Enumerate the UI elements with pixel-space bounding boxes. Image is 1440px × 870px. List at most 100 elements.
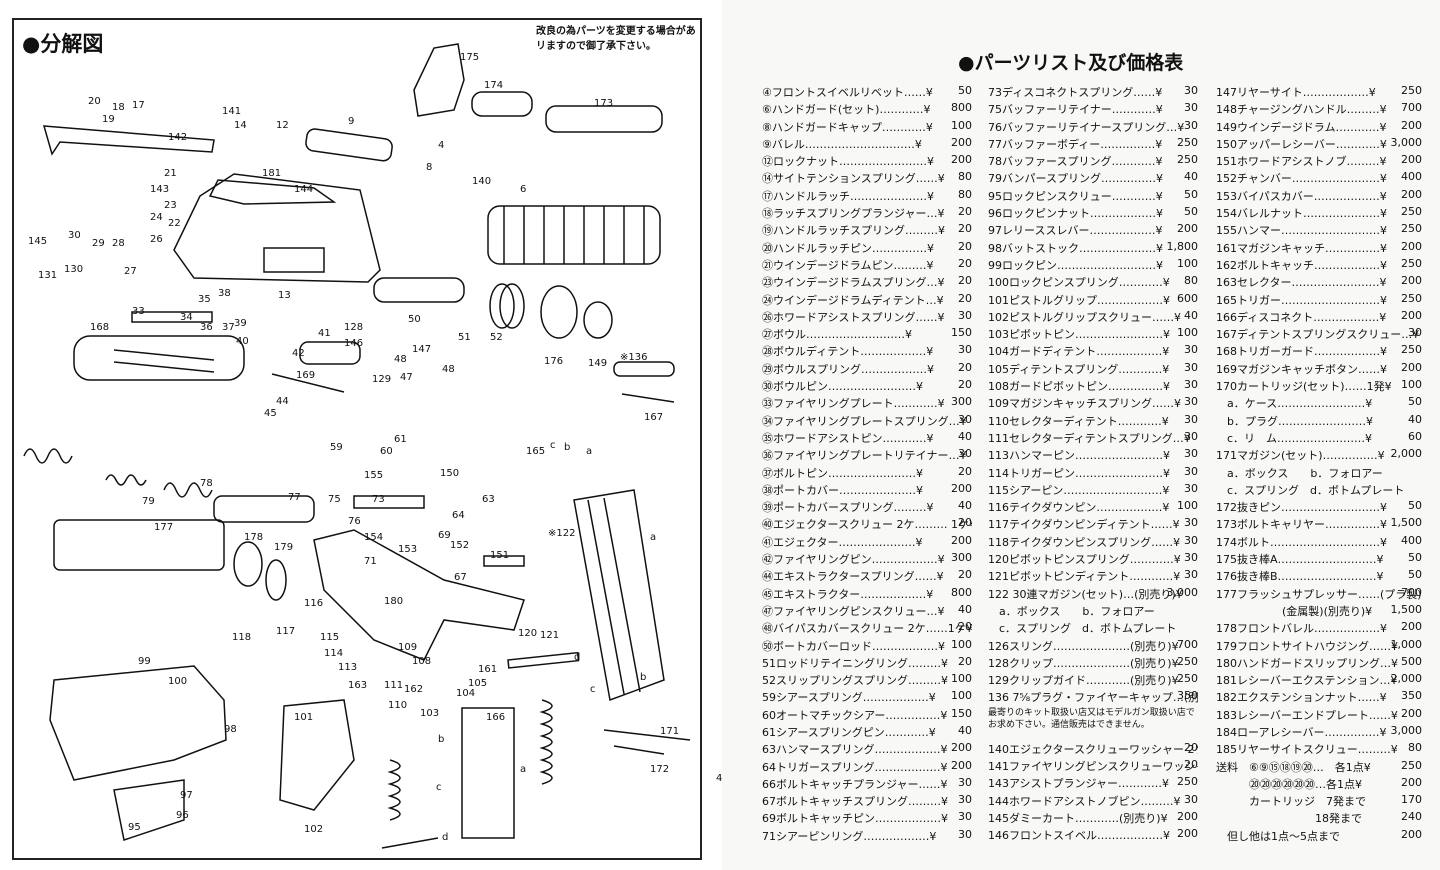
part-name: 162ボルトキャッチ………………¥ — [1216, 258, 1387, 272]
svg-text:d: d — [442, 832, 448, 843]
svg-text:6: 6 — [520, 184, 526, 195]
part-name: ㉓ウインデージドラムスプリング…¥ — [762, 276, 945, 290]
price-row: 126スリング…………………(別売り)¥700 — [988, 638, 1198, 655]
price-row: 141ファイヤリングピンスクリューワッシャー…¥20 — [988, 758, 1198, 775]
part-name: ⑫ロックナット……………………¥ — [762, 155, 934, 169]
part-name: ㊳ポートカバー…………………¥ — [762, 483, 923, 497]
part-price: 200 — [951, 741, 972, 755]
price-row: ⑰ハンドルラッチ…………………¥80 — [762, 188, 972, 205]
price-row: ⑱ラッチスプリングプランジャー…¥20 — [762, 205, 972, 222]
price-row: ㉘ボウルディテント………………¥30 — [762, 343, 972, 360]
part-name: 161マガジンキャッチ……………¥ — [1216, 241, 1387, 255]
part-price: 100 — [951, 118, 972, 132]
part-name: 95ロックピンスクリュー…………¥ — [988, 189, 1163, 203]
part-name: 最寄りのキット取扱い店又はモデルガン取扱い店でお求め下さい。通信販売はできません… — [988, 707, 1195, 730]
svg-text:154: 154 — [364, 532, 383, 543]
svg-text:48: 48 — [394, 354, 407, 365]
part-price: 20 — [958, 256, 972, 270]
part-price: 40 — [958, 602, 972, 616]
svg-text:180: 180 — [384, 596, 403, 607]
extension-nut — [233, 541, 263, 587]
price-row: c．スプリング d．ボトムプレート — [988, 620, 1198, 637]
part-price: 20 — [958, 568, 972, 582]
svg-text:26: 26 — [150, 234, 163, 245]
svg-text:105: 105 — [468, 678, 487, 689]
svg-text:118: 118 — [232, 632, 251, 643]
price-row: 105ディテントスプリング…………¥30 — [988, 361, 1198, 378]
svg-text:145: 145 — [28, 236, 47, 247]
price-row: 144ホワードアシストノブピン………¥30 — [988, 793, 1198, 810]
part-price: 250 — [1401, 291, 1422, 305]
price-row: 178フロントバレル………………¥200 — [1216, 620, 1422, 637]
price-row: ㊵エジェクタースクリュー 2ケ……… 1ケ¥20 — [762, 516, 972, 533]
part-price: 30 — [1184, 568, 1198, 582]
part-name: 59シアースプリング………………¥ — [762, 691, 936, 705]
svg-text:45: 45 — [264, 408, 277, 419]
svg-text:23: 23 — [164, 200, 177, 211]
svg-text:78: 78 — [200, 478, 213, 489]
svg-text:51: 51 — [458, 332, 471, 343]
part-price: 170 — [1401, 793, 1422, 807]
price-row: ⑳ハンドルラッチピン……………¥20 — [762, 240, 972, 257]
part-name: 79バンパースプリング……………¥ — [988, 172, 1163, 186]
svg-text:30: 30 — [68, 230, 81, 241]
part-price: 20 — [958, 464, 972, 478]
price-row: ㉖ホワードアシストスプリング……¥30 — [762, 309, 972, 326]
part-name: ⑨バレル…………………………¥ — [762, 137, 922, 151]
part-price: 250 — [1401, 343, 1422, 357]
part-price: 20 — [958, 516, 972, 530]
svg-text:174: 174 — [484, 80, 503, 91]
price-row: 51ロッドリテイニングリング………¥20 — [762, 655, 972, 672]
svg-text:99: 99 — [138, 656, 151, 667]
part-name: 163セレクター……………………¥ — [1216, 276, 1387, 290]
part-price: 50 — [1408, 499, 1422, 513]
price-row: 121ピボットピンディテント…………¥30 — [988, 568, 1198, 585]
part-price: 20 — [958, 620, 972, 634]
svg-text:44: 44 — [276, 396, 289, 407]
price-row: 98バットストック…………………¥1,800 — [988, 240, 1198, 257]
part-price: 30 — [958, 810, 972, 824]
price-row: ㊿ボートカバーロッド………………¥100 — [762, 638, 972, 655]
svg-text:39: 39 — [234, 318, 247, 329]
svg-text:※136: ※136 — [620, 352, 647, 363]
price-row: c．リ ム……………………¥60 — [1216, 430, 1422, 447]
svg-text:173: 173 — [594, 98, 613, 109]
part-price: 200 — [1401, 118, 1422, 132]
hammer — [353, 495, 425, 509]
magazine-box — [461, 707, 515, 839]
svg-text:149: 149 — [588, 358, 607, 369]
part-name: 143アシストプランジャー…………¥ — [988, 777, 1170, 791]
svg-text:162: 162 — [404, 684, 423, 695]
part-name: 104ガードディテント………………¥ — [988, 345, 1170, 359]
part-name: 170カートリッジ(セット)……1発¥ — [1216, 380, 1392, 394]
price-row: 113ハンマーピン……………………¥30 — [988, 447, 1198, 464]
end-plate — [265, 559, 287, 601]
part-price: 300 — [951, 395, 972, 409]
part-name: 77バッファーボディー……………¥ — [988, 137, 1163, 151]
part-name: 116テイクダウンピン………………¥ — [988, 501, 1170, 515]
svg-text:114: 114 — [324, 648, 343, 659]
price-row: a．ケース……………………¥50 — [1216, 395, 1422, 412]
svg-text:128: 128 — [344, 322, 363, 333]
svg-text:12: 12 — [276, 120, 289, 131]
price-row: 181レシーバーエクステンション…¥2,000 — [1216, 672, 1422, 689]
part-name: 108ガードピボットピン……………¥ — [988, 380, 1170, 394]
price-row: 109マガジンキャッチスプリング……¥30 — [988, 395, 1198, 412]
price-row: 59シアースプリング………………¥100 — [762, 689, 972, 706]
svg-text:79: 79 — [142, 496, 155, 507]
part-price: 30 — [958, 412, 972, 426]
buffer-spring — [23, 448, 73, 464]
part-price: 1,500 — [1390, 516, 1423, 530]
part-name: 105ディテントスプリング…………¥ — [988, 362, 1170, 376]
price-row: 100ロックピンスプリング…………¥80 — [988, 274, 1198, 291]
svg-text:165: 165 — [526, 446, 545, 457]
svg-text:37: 37 — [222, 322, 235, 333]
barrel-nut — [583, 301, 613, 339]
part-name: ④フロントスイベルリベット……¥ — [762, 86, 933, 99]
svg-text:17: 17 — [132, 100, 145, 111]
price-row: b．プラグ……………………¥40 — [1216, 413, 1422, 430]
part-name: 64トリガースプリング………………¥ — [762, 760, 948, 774]
